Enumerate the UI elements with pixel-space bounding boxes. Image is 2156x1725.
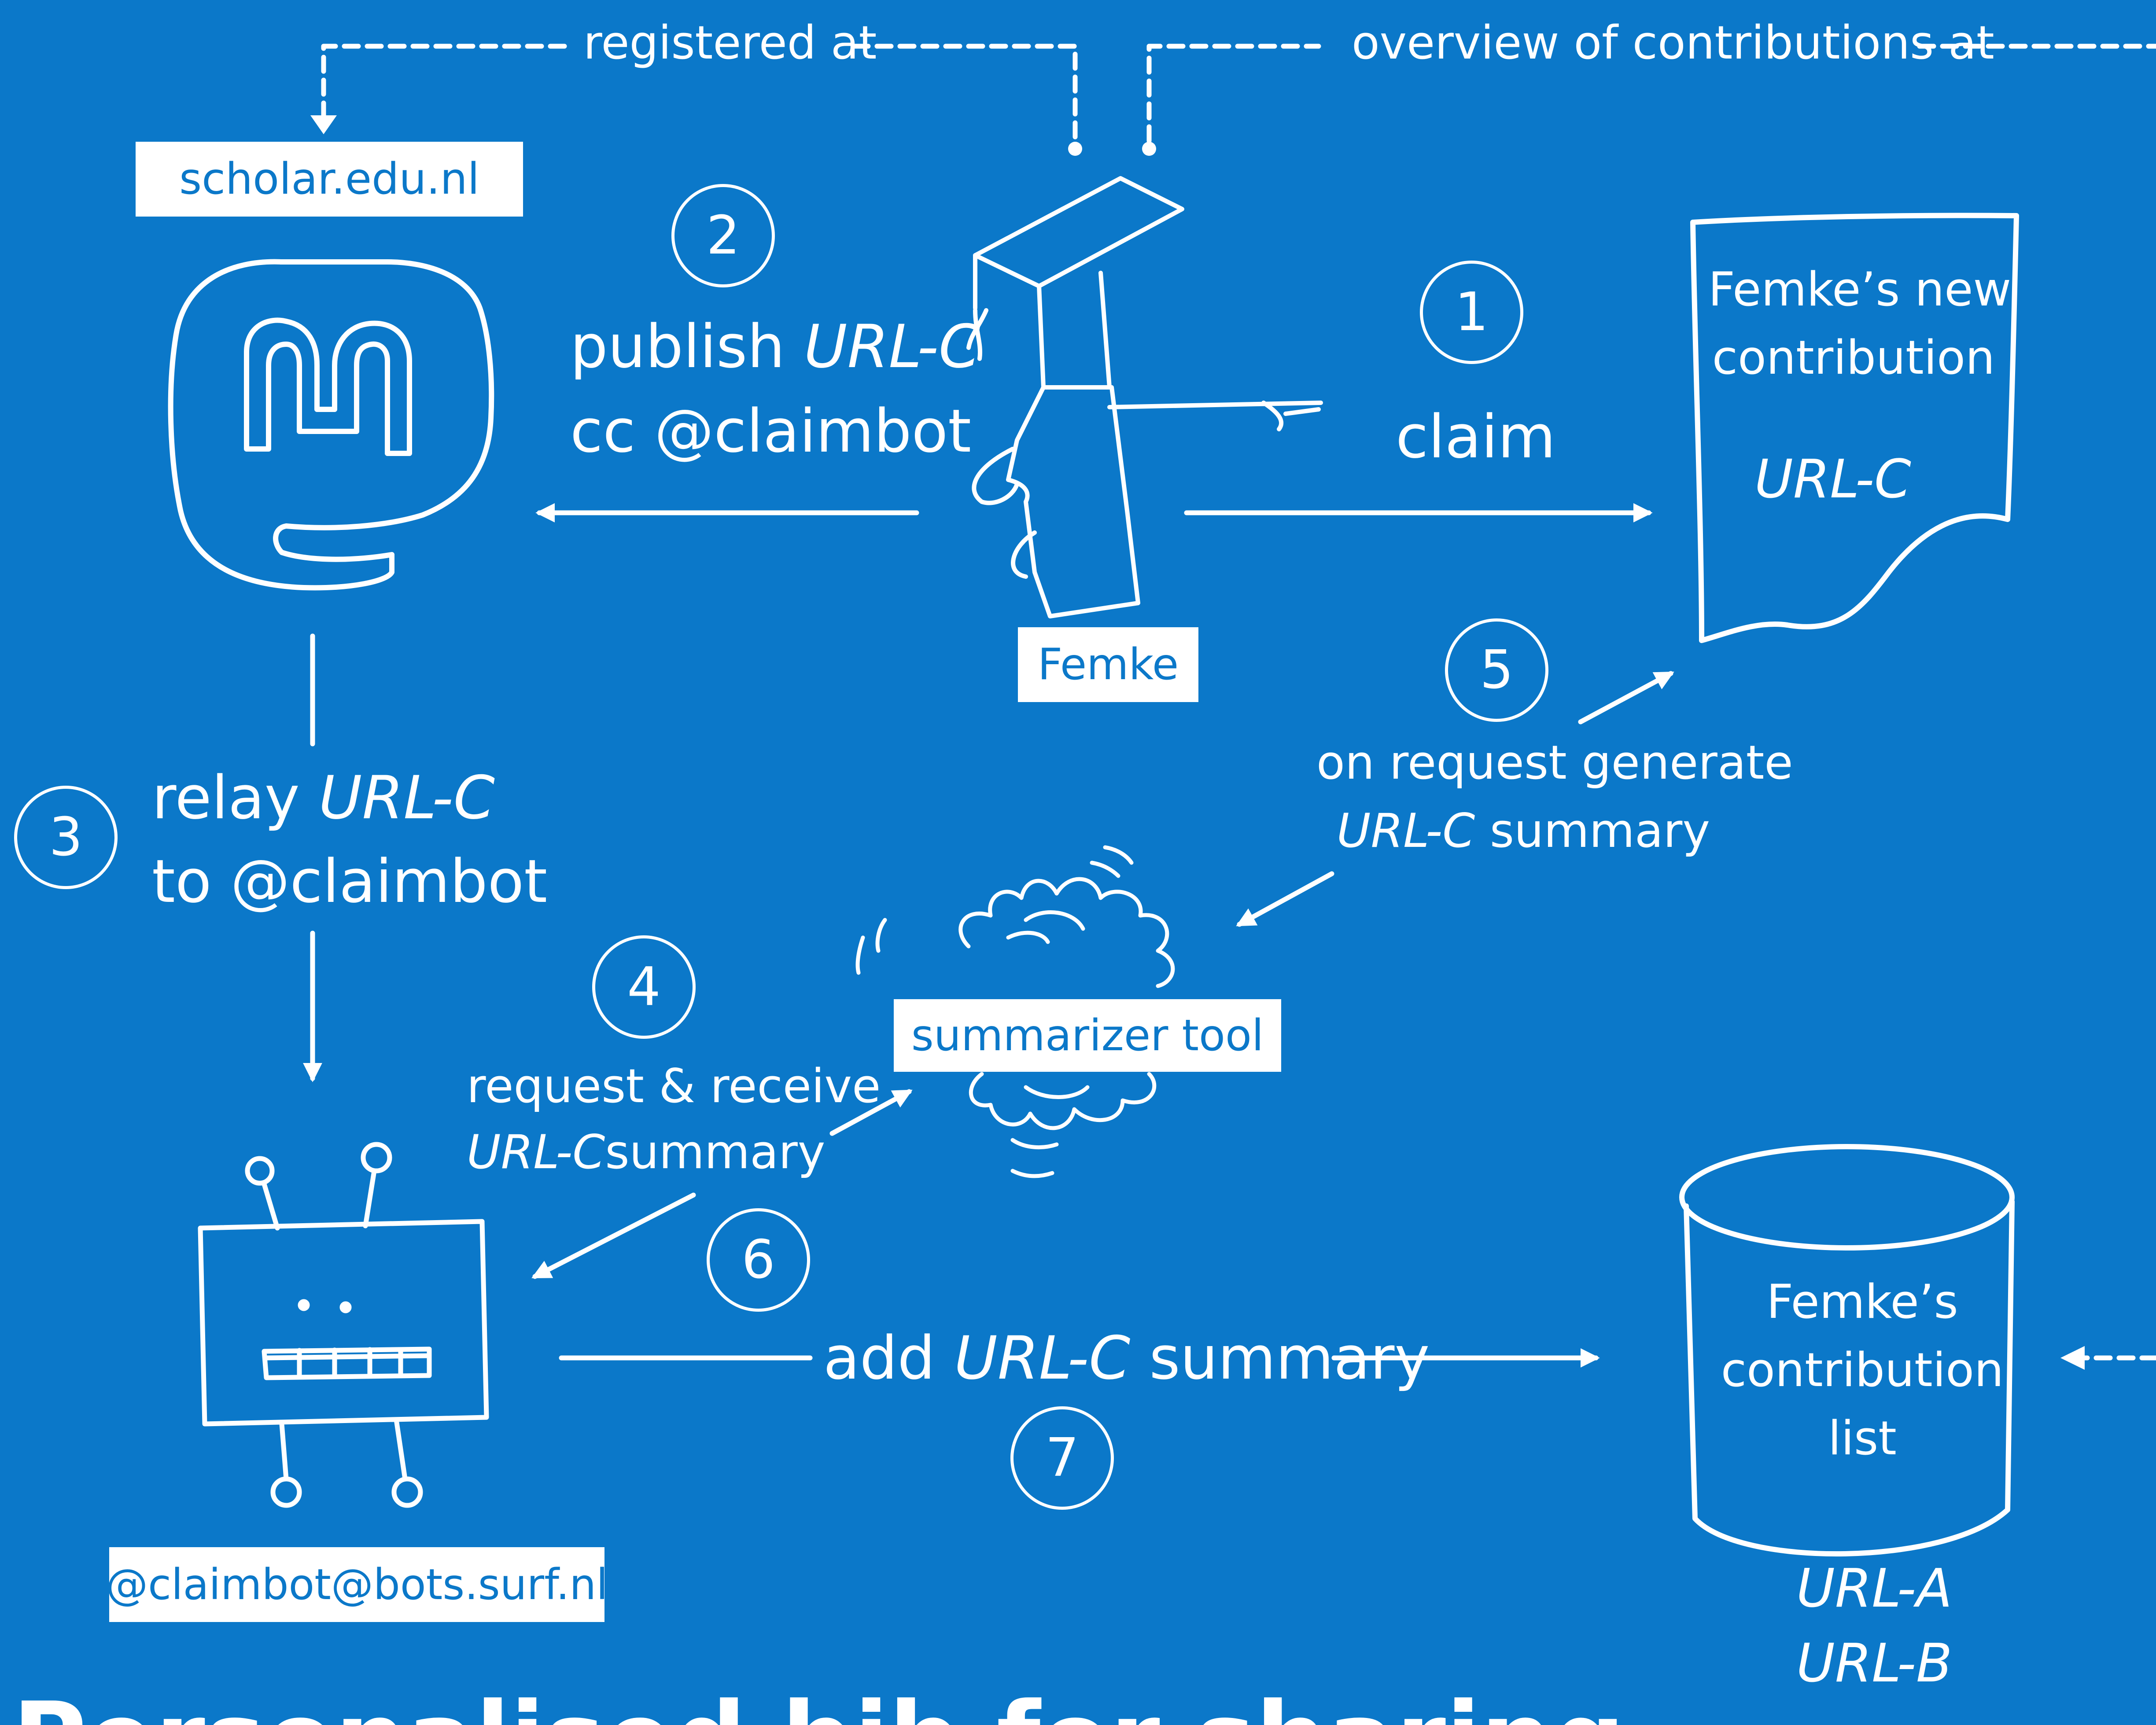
- add-summary-label: add URL-C summary: [823, 1328, 1430, 1388]
- request-receive-label: request & receive: [467, 1059, 881, 1113]
- registered-at-origin-dot: [1068, 142, 1082, 156]
- arrow-receive: [531, 1192, 696, 1279]
- add-word: add: [823, 1324, 936, 1393]
- graduate-figure-icon: [966, 176, 1323, 618]
- overview-arrowhead: [2060, 1346, 2085, 1370]
- new-contribution-line1: Femke’s new: [1708, 262, 2012, 316]
- relay-word: relay: [152, 763, 300, 832]
- scholar-domain-box: scholar.edu.nl: [136, 142, 523, 217]
- summarizer-blob-icon: [855, 845, 1175, 1178]
- request-summary-url: URL-C: [467, 1125, 605, 1179]
- relay-label: relay URL-C: [152, 768, 495, 828]
- arrow-generate-to-doc: [1578, 671, 1674, 725]
- overview-origin-dot: [1142, 142, 1156, 156]
- claim-label: claim: [1396, 402, 1556, 471]
- generate-summary-label: URL-C summary: [1316, 808, 1730, 854]
- list-url-b: URL-B: [1796, 1633, 1953, 1694]
- contribution-list-line2: contribution: [1721, 1343, 2004, 1397]
- mastodon-icon: [168, 259, 494, 591]
- document-icon: [1690, 213, 2019, 643]
- robot-icon: [198, 1142, 489, 1508]
- step-5-badge: 5: [1445, 618, 1548, 722]
- generate-summary-url: URL-C: [1336, 804, 1475, 858]
- add-summary-word: summary: [1149, 1324, 1430, 1393]
- bottom-title: Personalised bib for sharing: [12, 1689, 1625, 1725]
- generate-summary-word: summary: [1489, 804, 1710, 858]
- new-contribution-url: URL-C: [1754, 449, 1911, 510]
- overview-label: overview of contributions at: [1352, 16, 1994, 70]
- new-contribution-line2: contribution: [1712, 331, 1995, 385]
- claimbot-handle-box: @claimbot@bots.surf.nl: [106, 1547, 608, 1622]
- publish-word: publish: [570, 312, 785, 381]
- summarizer-tool-box: summarizer tool: [894, 999, 1281, 1072]
- step-2-badge: 2: [671, 184, 775, 287]
- publish-url: URL-C: [803, 312, 980, 381]
- cc-claimbot-label: cc @claimbot: [570, 397, 972, 466]
- registered-at-connector: [321, 44, 1078, 143]
- arrow-request: [829, 1089, 913, 1136]
- publish-label: publish URL-C: [570, 317, 980, 376]
- step-7-badge: 7: [1010, 1406, 1114, 1510]
- step-6-badge: 6: [707, 1208, 810, 1312]
- contribution-list-line1: Femke’s: [1766, 1275, 1958, 1329]
- step-3-badge: 3: [14, 786, 118, 889]
- step-1-badge: 1: [1420, 261, 1523, 364]
- registered-at-arrowhead: [310, 115, 337, 134]
- registered-at-label: registered at: [583, 16, 877, 70]
- database-cylinder-icon: [1679, 1144, 2015, 1557]
- overview-connector: [1146, 44, 2156, 1361]
- contribution-list-line3: list: [1828, 1411, 1897, 1465]
- add-url: URL-C: [954, 1324, 1131, 1393]
- relay-url: URL-C: [318, 763, 495, 832]
- step-4-badge: 4: [592, 935, 696, 1039]
- request-summary-word: summary: [605, 1125, 826, 1179]
- arrow-generate-to-tool: [1236, 871, 1334, 927]
- request-summary-label: URL-Csummary: [467, 1129, 826, 1176]
- to-claimbot-label: to @claimbot: [152, 847, 548, 916]
- femke-label-box: Femke: [1018, 627, 1198, 702]
- list-url-a: URL-A: [1796, 1558, 1953, 1619]
- on-request-generate-label: on request generate: [1316, 736, 1793, 790]
